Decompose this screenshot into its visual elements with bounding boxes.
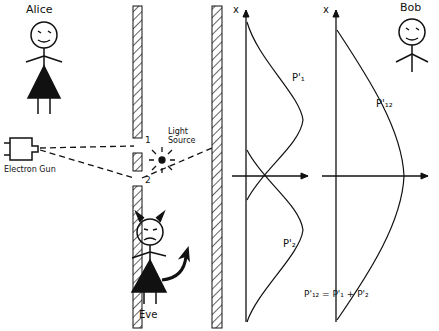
figure-name: Eve (139, 309, 157, 320)
curve-label: P'₁₂ (376, 98, 393, 109)
alice-figure (26, 22, 62, 114)
curve-label: P'₁ (292, 72, 305, 83)
axis-label: x (233, 4, 239, 15)
slit-number: 2 (145, 176, 151, 186)
slit-number: 1 (145, 136, 151, 146)
electron-path (40, 146, 212, 178)
axis-label: x (323, 4, 329, 15)
figure-name: Alice (26, 4, 52, 16)
probability-graph-combined (322, 10, 428, 322)
figure-name: Bob (400, 2, 421, 14)
detection-screen (212, 6, 222, 328)
eve-figure (132, 212, 189, 304)
probability-graph-single (232, 10, 308, 322)
light-source (149, 147, 175, 173)
equation: P'₁₂ = P'₁ + P'₂ (304, 290, 369, 300)
part-name: Light Source (168, 128, 208, 146)
curve-label: P'₂ (283, 238, 296, 249)
part-name: Electron Gun (4, 166, 64, 175)
electron-gun (4, 138, 38, 160)
bob-figure (396, 19, 428, 72)
